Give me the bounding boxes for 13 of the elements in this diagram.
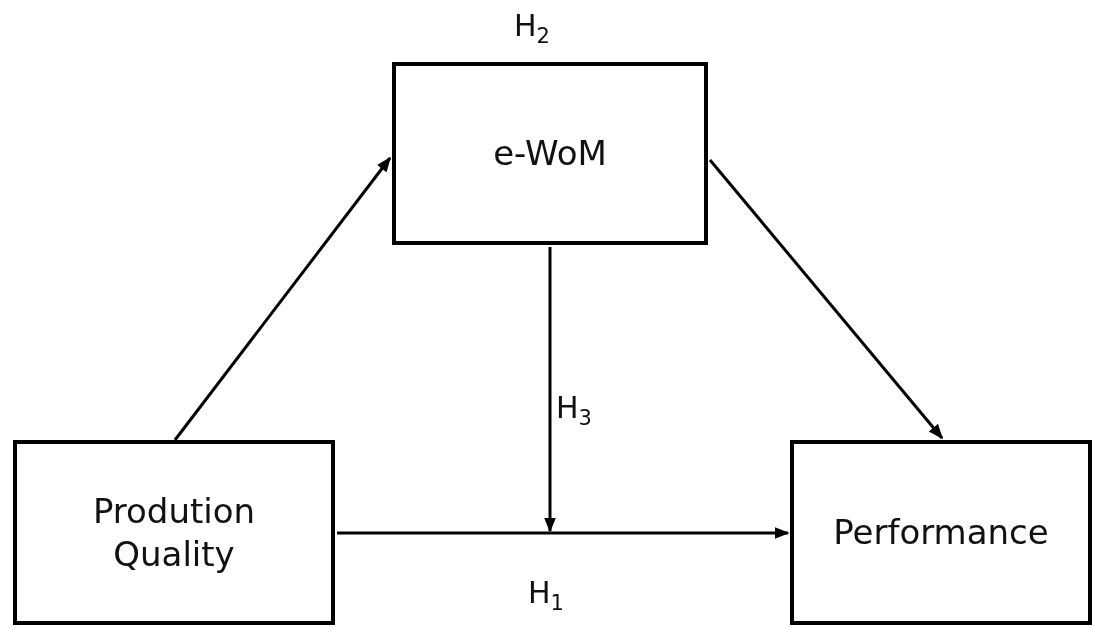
concept-box [13,440,335,625]
hypothesis-label: H$_{2}$ [514,8,550,48]
arrow [337,527,790,539]
concept-box [392,62,708,245]
arrow [708,159,944,440]
node-label: Performance [833,511,1049,554]
arrow [544,247,556,533]
node-label: e-WoM [493,132,607,175]
concept-box [790,440,1092,625]
hypothesis-label: H$_{3}$ [556,390,592,430]
arrow [173,156,392,441]
hypothesis-label: H$_{1}$ [528,575,564,615]
node-label: Prodution Quality [91,490,257,575]
